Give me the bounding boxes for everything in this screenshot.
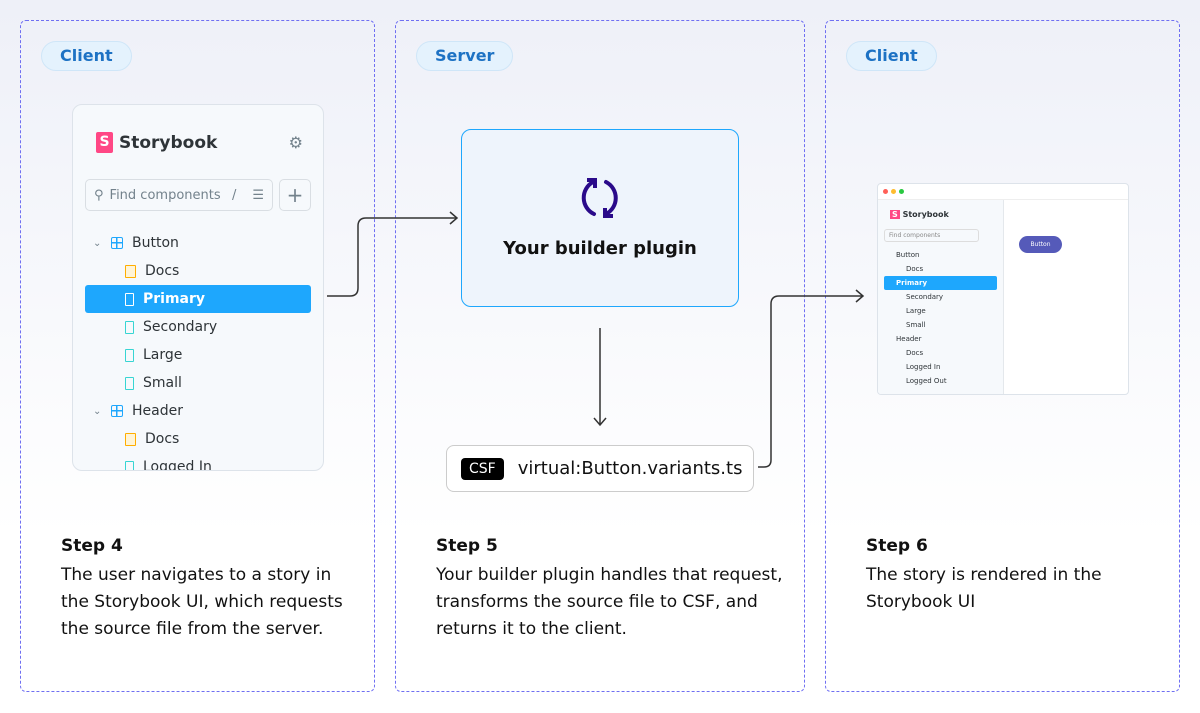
tree-item[interactable]: ⌄Header: [93, 403, 183, 419]
step-description: The story is rendered in the Storybook U…: [866, 565, 1102, 612]
builder-plugin-box: Your builder plugin: [461, 129, 739, 307]
step-title: Step 5: [436, 536, 498, 556]
step-title: Step 6: [866, 536, 928, 556]
tree-item[interactable]: Small: [85, 369, 311, 397]
virtual-file: CSF virtual:Button.variants.ts: [446, 445, 754, 492]
preview-button[interactable]: Button: [1019, 236, 1062, 253]
tree-item[interactable]: Docs: [85, 257, 311, 285]
tree-item[interactable]: Primary: [85, 285, 311, 313]
sync-icon: [581, 178, 618, 218]
story-icon: [125, 320, 134, 334]
mini-logo: S Storybook: [890, 210, 949, 219]
component-icon: [111, 237, 123, 249]
component-icon: [111, 405, 123, 417]
mini-tree-item[interactable]: Small: [906, 321, 926, 329]
plugin-title: Your builder plugin: [503, 238, 697, 259]
client-panel-step-4: Client Step 4 The user navigates to a sto…: [20, 20, 375, 692]
mini-tree-item[interactable]: Docs: [906, 349, 924, 357]
mini-tree-item[interactable]: Logged Out: [906, 377, 947, 385]
search-icon: ⚲: [94, 187, 104, 203]
chevron-down-icon: ⌄: [93, 405, 102, 417]
gear-icon[interactable]: ⚙: [288, 133, 303, 152]
client-badge: Client: [41, 41, 132, 71]
step-description: The user navigates to a story in the Sto…: [61, 565, 343, 639]
add-button[interactable]: +: [279, 179, 311, 211]
step-title: Step 4: [61, 536, 123, 556]
file-name: virtual:Button.variants.ts: [517, 458, 743, 479]
arrow-file-to-client: [758, 289, 865, 468]
search-input[interactable]: ⚲Find components/☰: [85, 179, 273, 211]
story-icon: [125, 348, 134, 362]
story-icon: [125, 292, 134, 306]
filter-icon[interactable]: ☰: [252, 187, 264, 203]
tree-item[interactable]: Logged In: [85, 453, 311, 470]
mini-tree-item[interactable]: Primary: [884, 276, 997, 290]
step-description: Your builder plugin handles that request…: [436, 565, 783, 639]
mini-tree-item[interactable]: Secondary: [906, 293, 944, 301]
csf-tag: CSF: [461, 457, 504, 480]
mini-tree-item[interactable]: Docs: [906, 265, 924, 273]
arrow-client-to-plugin: [327, 217, 456, 297]
tree-item[interactable]: Docs: [85, 425, 311, 453]
docs-icon: [125, 264, 136, 278]
tree-item[interactable]: ⌄Button: [93, 235, 179, 251]
mini-tree-item[interactable]: Header: [896, 335, 922, 343]
mini-search: Find components: [884, 229, 979, 242]
docs-icon: [125, 432, 136, 446]
tree-item[interactable]: Secondary: [85, 313, 311, 341]
server-panel-step-5: Server Step 5 Your builder plugin handles…: [395, 20, 805, 692]
mini-tree-item[interactable]: Button: [896, 251, 920, 259]
mini-tree-item[interactable]: Logged In: [906, 363, 941, 371]
client-panel-step-6: Client Step 6 The story is rendered in th…: [825, 20, 1180, 692]
client-badge: Client: [846, 41, 937, 71]
story-icon: [125, 460, 134, 470]
arrow-plugin-to-file: [593, 328, 607, 427]
story-icon: [125, 376, 134, 390]
mini-tree-item[interactable]: Large: [906, 307, 926, 315]
server-badge: Server: [416, 41, 514, 71]
chevron-down-icon: ⌄: [93, 237, 102, 249]
tree-item[interactable]: Large: [85, 341, 311, 369]
